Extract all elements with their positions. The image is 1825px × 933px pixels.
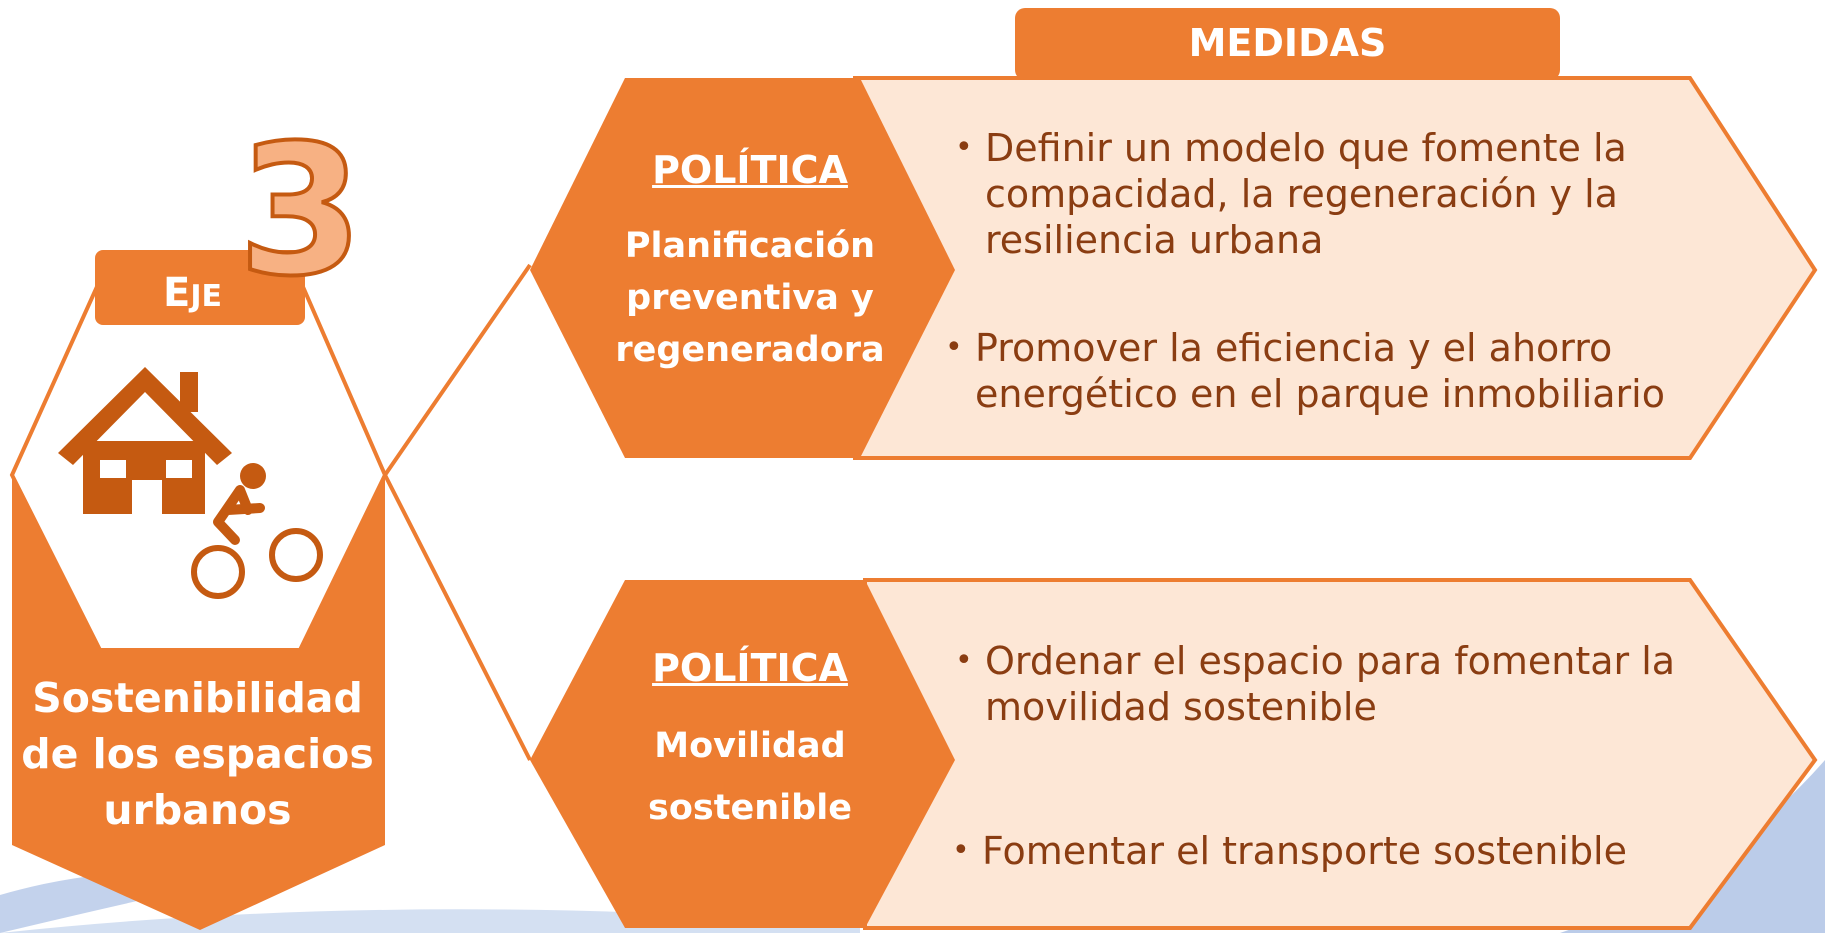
policy-2-name-line: sostenible	[648, 788, 852, 828]
policy-1-measure-2: • Promover la eficiencia y el ahorro ene…	[945, 326, 1665, 416]
measure-line: resiliencia urbana	[985, 218, 1324, 262]
policy-1-measure-1: • Definir un modelo que fomente la compa…	[955, 126, 1627, 262]
policy-2-hexagon	[530, 580, 955, 928]
policy-2-measures-box	[863, 578, 1818, 930]
axis-title-line: Sostenibilidad	[32, 674, 363, 722]
house-cyclist-icon	[58, 367, 323, 599]
policy-1-name: Planificación preventiva y regeneradora	[600, 220, 900, 376]
policy-1-name-line: regeneradora	[615, 330, 885, 370]
policy-1-name-line: preventiva y	[626, 278, 874, 318]
axis-label-first: E	[163, 270, 191, 316]
measure-line: movilidad sostenible	[985, 685, 1377, 729]
measure-line: compacidad, la regeneración y la	[985, 172, 1618, 216]
policy-1-label: POLÍTICA	[652, 148, 848, 192]
axis-number: 3	[236, 107, 365, 316]
axis-label: EJE	[163, 272, 222, 322]
policy-2-measure-1: • Ordenar el espacio para fomentar la mo…	[955, 639, 1676, 729]
measures-header: MEDIDAS	[1188, 21, 1387, 65]
measure-line: energético en el parque inmobiliario	[975, 372, 1665, 416]
policy-2-name-line: Movilidad	[654, 726, 846, 766]
axis-title: Sostenibilidad de los espacios urbanos	[20, 670, 375, 838]
measure-line: Promover la eficiencia y el ahorro	[975, 326, 1613, 370]
policy-2-measure-2: • Fomentar el transporte sostenible	[952, 829, 1627, 873]
axis-title-line: de los espacios	[21, 730, 374, 778]
policy-2-name: Movilidad sostenible	[600, 715, 900, 839]
axis-label-rest: JE	[190, 279, 222, 314]
measure-line: Ordenar el espacio para fomentar la	[985, 639, 1676, 683]
measures-header-box	[1015, 8, 1560, 80]
connector-lines	[383, 263, 532, 761]
policy-2-label: POLÍTICA	[652, 646, 848, 690]
measure-line: Definir un modelo que fomente la	[985, 126, 1627, 170]
policy-1-name-line: Planificación	[624, 226, 876, 266]
axis-title-line: urbanos	[103, 786, 292, 834]
axis-label-box	[95, 250, 305, 325]
bottom-right-wave	[1560, 760, 1825, 933]
axis-pennant	[12, 475, 385, 930]
measure-line: Fomentar el transporte sostenible	[982, 829, 1627, 873]
policy-1-hexagon	[530, 78, 955, 458]
